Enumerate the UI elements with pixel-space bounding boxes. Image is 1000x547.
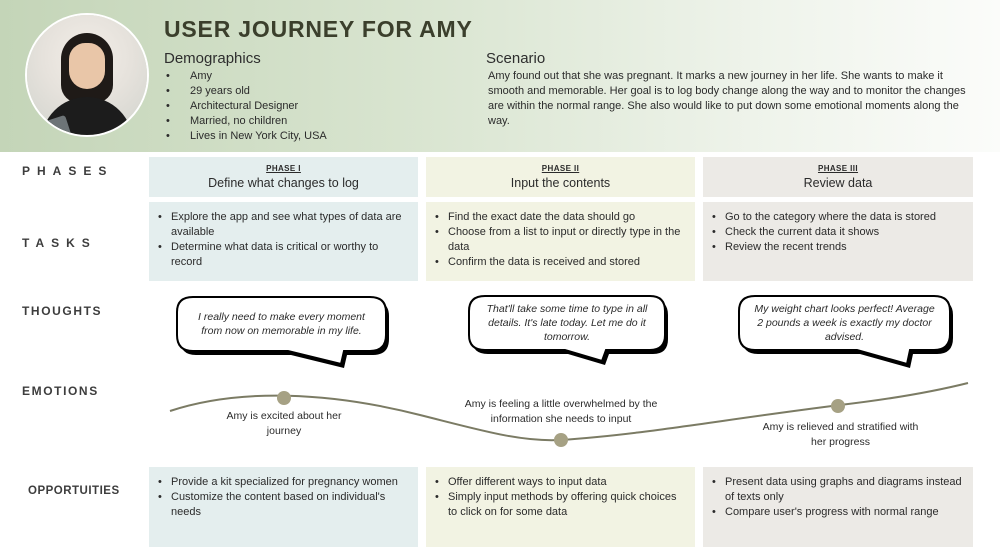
opportunity-item: Simply input methods by offering quick c… bbox=[434, 490, 687, 520]
thought-bubble-3-shape bbox=[738, 295, 953, 368]
task-item: Choose from a list to input or directly … bbox=[434, 225, 687, 255]
demographics-heading: Demographics bbox=[164, 50, 261, 67]
scenario-heading: Scenario bbox=[486, 50, 546, 67]
thought-bubble-2-shape bbox=[468, 295, 668, 365]
opportunity-item: Customize the content based on individua… bbox=[157, 490, 410, 520]
emotion-point-2 bbox=[554, 433, 568, 447]
opportunity-item: Present data using graphs and diagrams i… bbox=[711, 475, 965, 505]
task-item: Review the recent trends bbox=[711, 240, 965, 255]
tasks-box-1: Explore the app and see what types of da… bbox=[149, 202, 418, 281]
emotion-text-2: Amy is feeling a little overwhelmed by t… bbox=[464, 398, 658, 425]
row-label-phases: PHASES bbox=[22, 164, 114, 178]
demographics-item: 29 years old bbox=[166, 84, 327, 99]
opportunity-item: Provide a kit specialized for pregnancy … bbox=[157, 475, 410, 490]
opportunity-item: Offer different ways to input data bbox=[434, 475, 687, 490]
phase-number: PHASE I bbox=[266, 164, 301, 173]
task-item: Explore the app and see what types of da… bbox=[157, 210, 410, 240]
task-item: Determine what data is critical or worth… bbox=[157, 240, 410, 270]
phase-title: Review data bbox=[803, 176, 873, 190]
row-label-thoughts: THOUGHTS bbox=[22, 304, 103, 318]
opportunities-box-2: Offer different ways to input data Simpl… bbox=[426, 467, 695, 547]
thought-bubble-1-shape bbox=[176, 296, 389, 368]
opportunity-item: Compare user's progress with normal rang… bbox=[711, 505, 965, 520]
task-item: Go to the category where the data is sto… bbox=[711, 210, 965, 225]
phase-title: Define what changes to log bbox=[208, 176, 359, 190]
demographics-item: Amy bbox=[166, 69, 327, 84]
tasks-box-2: Find the exact date the data should go C… bbox=[426, 202, 695, 281]
phase-header-1: PHASE I Define what changes to log bbox=[149, 157, 418, 197]
page-title: USER JOURNEY FOR AMY bbox=[164, 16, 473, 42]
row-label-opportunities: OPPORTUITIES bbox=[28, 485, 120, 497]
demographics-list: Amy 29 years old Architectural Designer … bbox=[166, 69, 327, 144]
emotion-text-1: Amy is excited about her journey bbox=[226, 410, 342, 437]
task-item: Find the exact date the data should go bbox=[434, 210, 687, 225]
thought-text-1: I really need to make every moment from … bbox=[198, 311, 365, 337]
task-item: Confirm the data is received and stored bbox=[434, 255, 687, 270]
phase-header-2: PHASE II Input the contents bbox=[426, 157, 695, 197]
opportunities-box-1: Provide a kit specialized for pregnancy … bbox=[149, 467, 418, 547]
thought-text-2: That'll take some time to type in all de… bbox=[486, 303, 648, 343]
emotion-point-3 bbox=[831, 399, 845, 413]
task-item: Check the current data it shows bbox=[711, 225, 965, 240]
demographics-item: Architectural Designer bbox=[166, 99, 327, 114]
phase-header-3: PHASE III Review data bbox=[703, 157, 973, 197]
scenario-text: Amy found out that she was pregnant. It … bbox=[488, 70, 966, 127]
phase-number: PHASE III bbox=[817, 164, 859, 173]
opportunities-box-3: Present data using graphs and diagrams i… bbox=[703, 467, 973, 547]
demographics-item: Lives in New York City, USA bbox=[166, 129, 327, 144]
tasks-box-3: Go to the category where the data is sto… bbox=[703, 202, 973, 281]
emotion-point-1 bbox=[277, 391, 291, 405]
demographics-item: Married, no children bbox=[166, 114, 327, 129]
row-label-tasks: TASKS bbox=[22, 236, 97, 250]
thought-text-3: My weight chart looks perfect! Average 2… bbox=[754, 303, 935, 343]
persona-avatar bbox=[27, 15, 147, 135]
phase-number: PHASE II bbox=[541, 164, 580, 173]
row-label-emotions: EMOTIONS bbox=[22, 384, 99, 398]
avatar-face bbox=[69, 43, 105, 89]
emotion-text-3: Amy is relieved and stratified with her … bbox=[762, 421, 919, 448]
phase-title: Input the contents bbox=[510, 176, 611, 190]
